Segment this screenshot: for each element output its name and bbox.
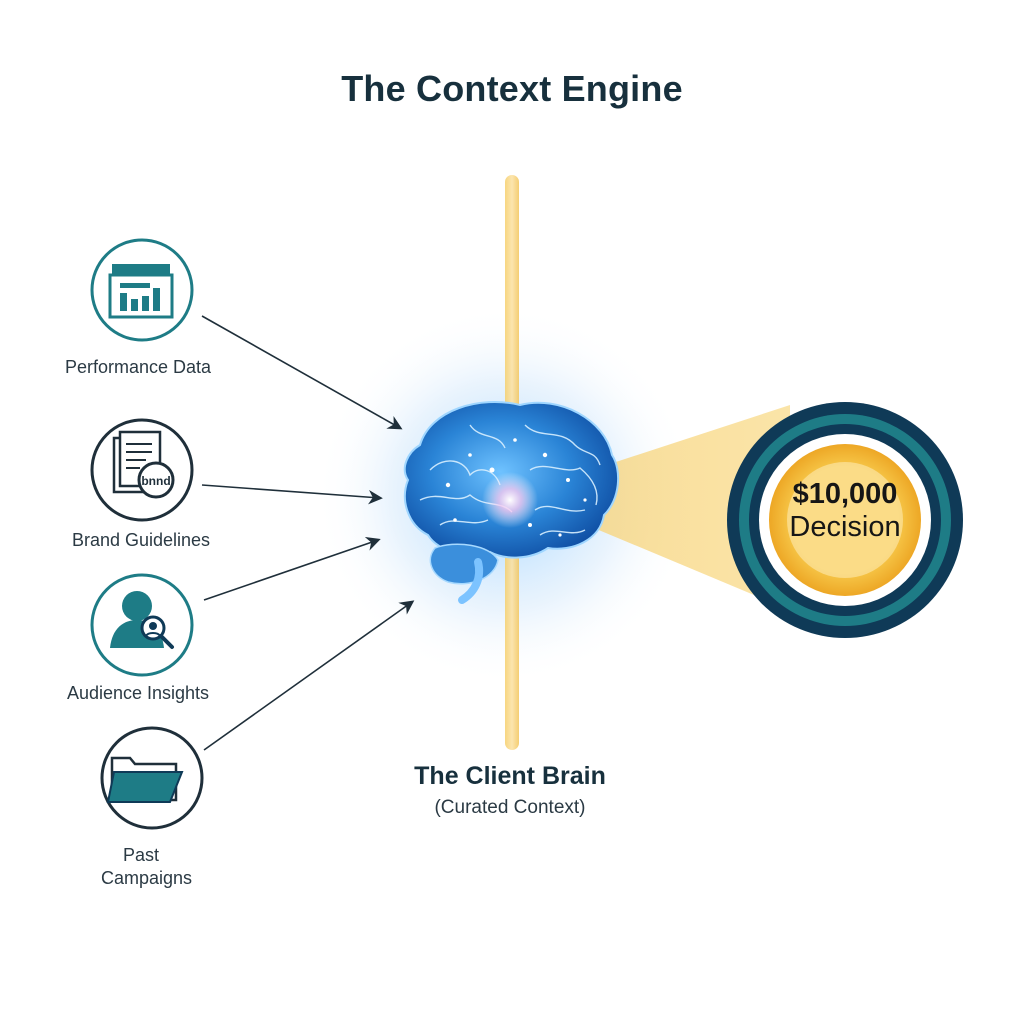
arrow-audience bbox=[203, 536, 381, 601]
decision-amount: $10,000 bbox=[792, 478, 898, 510]
arrow-brand bbox=[201, 484, 383, 505]
input-arrows bbox=[201, 315, 415, 751]
brain-subtitle: (Curated Context) bbox=[434, 797, 586, 818]
source-label-audience: Audience Insights bbox=[66, 683, 210, 703]
folder-icon bbox=[100, 726, 204, 830]
source-label-brand: Brand Guidelines bbox=[71, 530, 211, 550]
decision-light-beam bbox=[515, 405, 790, 610]
decision-badge bbox=[727, 402, 963, 638]
brand-badge-text: bnnd bbox=[141, 474, 170, 488]
performance-chart-icon bbox=[90, 238, 194, 342]
decision-label: Decision bbox=[789, 511, 901, 543]
source-label-performance: Performance Data bbox=[64, 357, 212, 377]
arrow-performance bbox=[201, 315, 403, 430]
brand-document-icon bbox=[90, 418, 194, 522]
arrow-campaigns bbox=[203, 600, 415, 751]
brain-title: The Client Brain bbox=[414, 762, 606, 790]
page-title: The Context Engine bbox=[341, 68, 683, 109]
brain-icon bbox=[403, 401, 620, 604]
audience-search-icon bbox=[90, 573, 194, 677]
source-label-campaigns: Past Campaigns bbox=[101, 845, 193, 888]
decision-text: $10,000 Decision bbox=[760, 478, 930, 544]
